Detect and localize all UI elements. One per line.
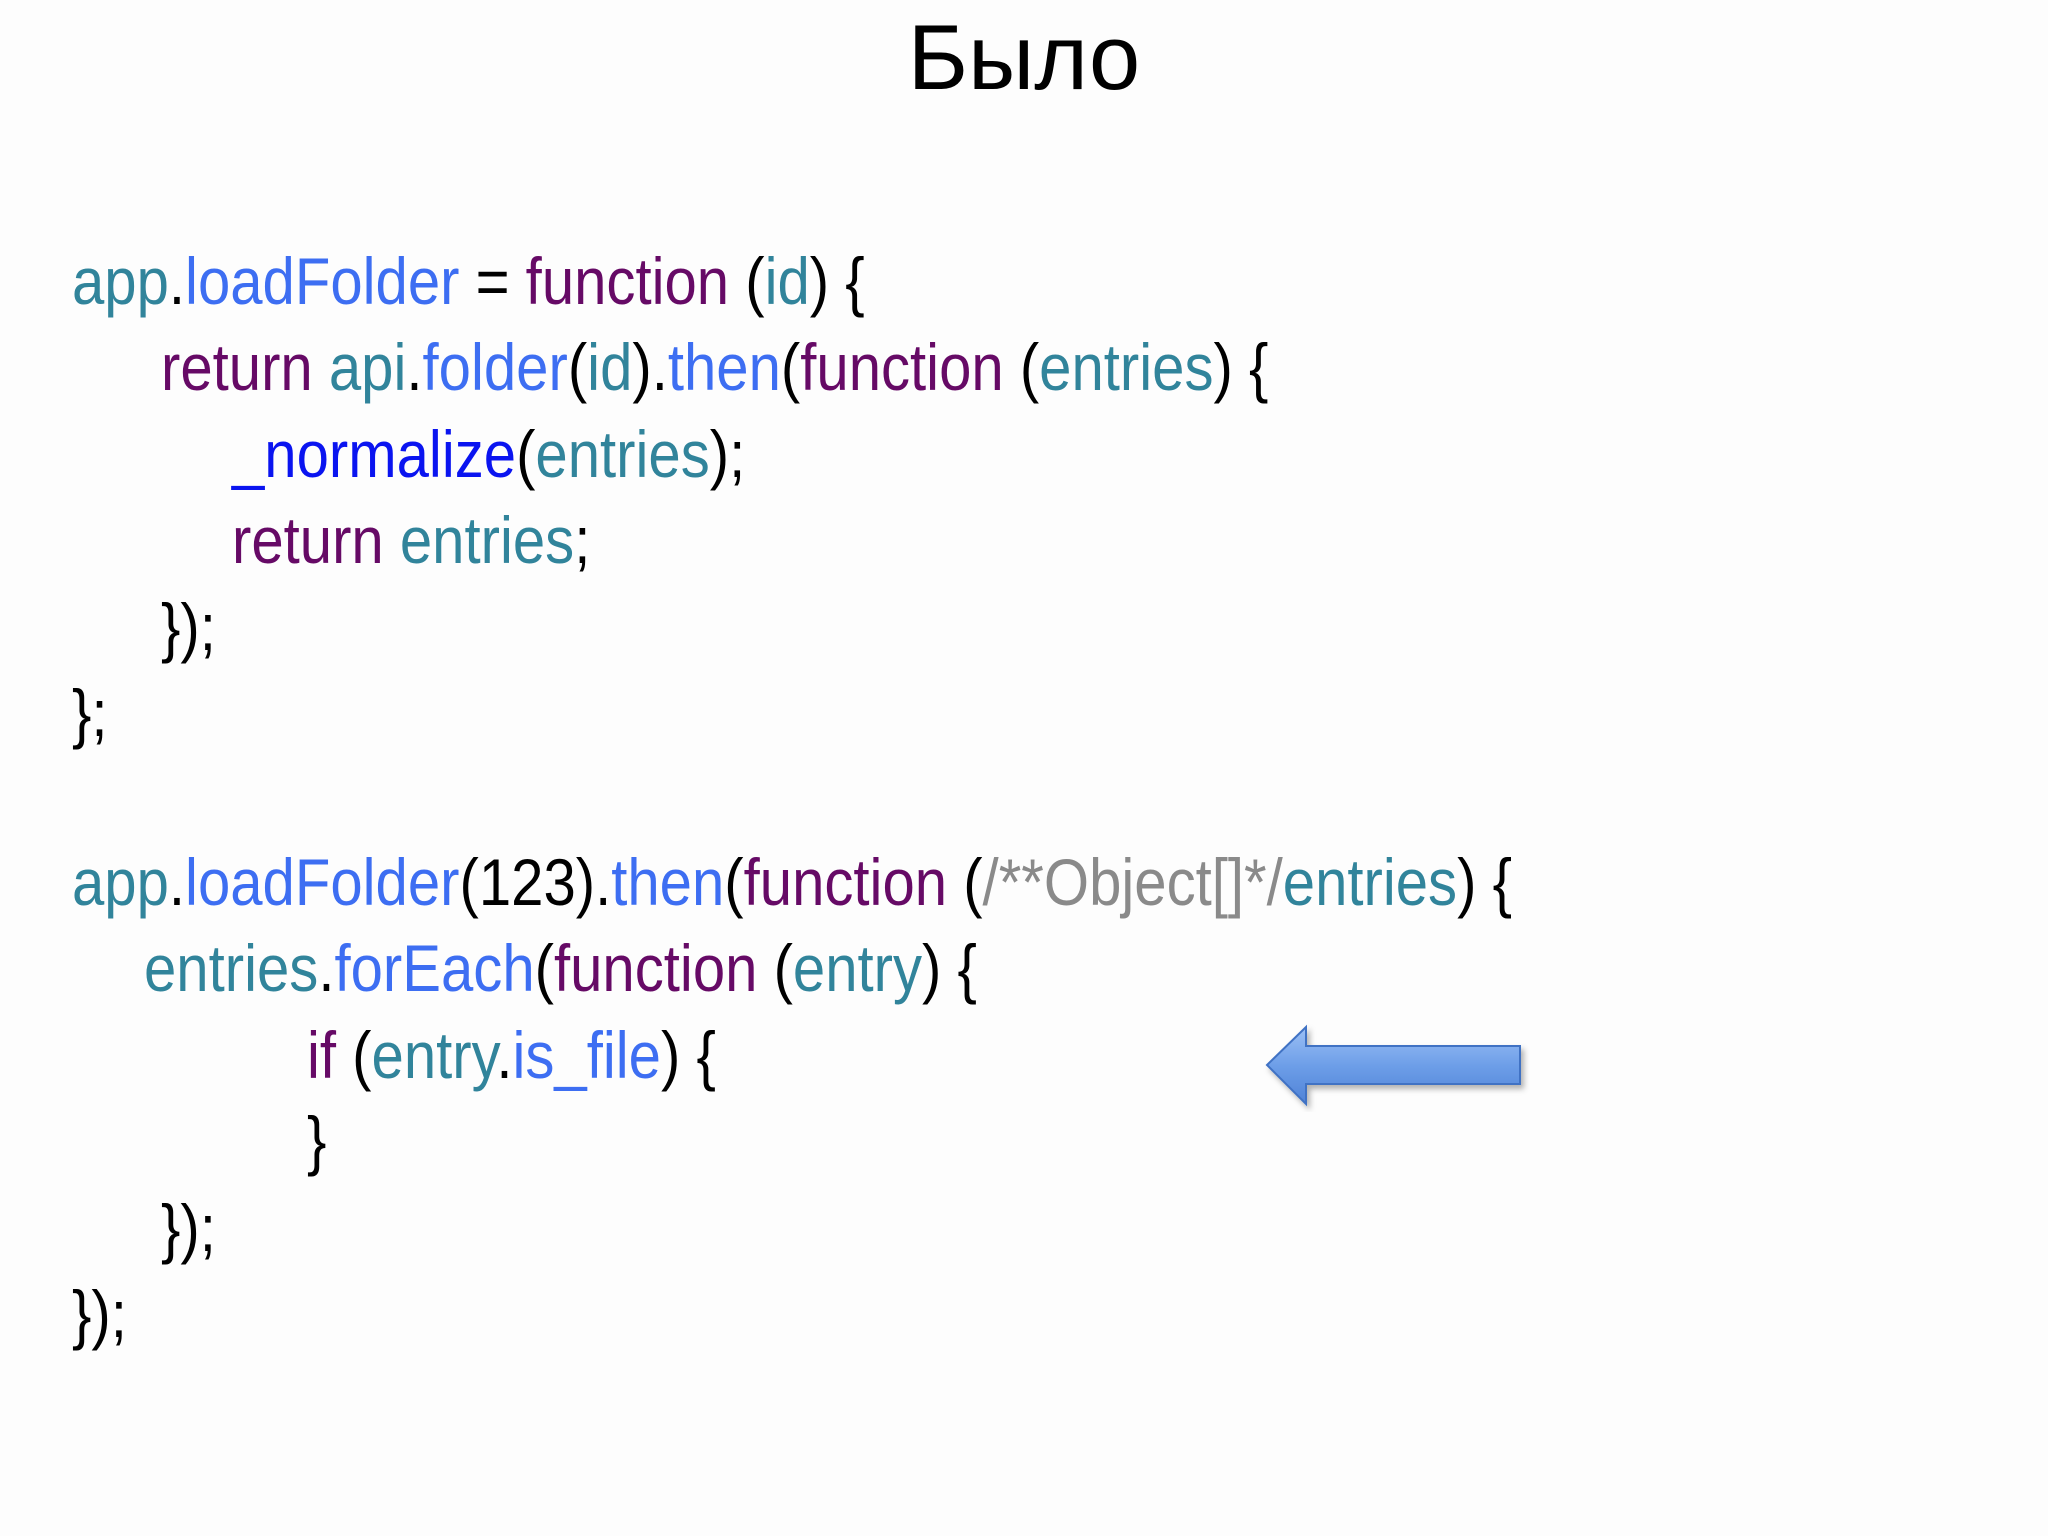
code-token: entries [1282, 845, 1458, 919]
code-token: api [328, 330, 407, 404]
code-token: id [587, 330, 633, 404]
code-token: then [667, 330, 781, 404]
code-token: ) { [1213, 330, 1269, 404]
code-area: app.loadFolder = function (id) { return … [0, 0, 1512, 1347]
code-token: . [168, 244, 186, 318]
code-token: ( [729, 244, 765, 318]
code-token: function [553, 931, 758, 1005]
code-token: ); [709, 417, 746, 491]
code-token: . [406, 330, 423, 404]
code-token: }); [161, 590, 216, 664]
code-token: ( [780, 330, 801, 404]
code-token: ). [632, 330, 668, 404]
code-token: ) { [1457, 845, 1512, 919]
code-token: entries [1039, 330, 1214, 404]
code-token: }); [161, 1191, 216, 1265]
code-token: forEach [334, 931, 535, 1005]
code-token [313, 330, 329, 404]
code-line: } [307, 1107, 326, 1173]
code-token: is_file [512, 1018, 661, 1092]
code-token: ( [947, 845, 983, 919]
code-token: ( [516, 417, 536, 491]
code-token: function [525, 244, 730, 318]
code-token: ( [567, 330, 588, 404]
code-token: ( [1003, 330, 1040, 404]
code-line: _normalize(entries); [232, 421, 745, 487]
code-token: if [307, 1018, 337, 1092]
code-token: entries [535, 417, 710, 491]
code-line: return api.folder(id).then(function (ent… [161, 334, 1268, 400]
code-token: entry [371, 1018, 497, 1092]
code-token: 123 [478, 845, 576, 919]
code-line: }); [161, 594, 216, 660]
code-line: app.loadFolder = function (id) { [72, 248, 865, 314]
code-token: entries [144, 931, 319, 1005]
code-token: }; [72, 676, 108, 750]
code-line: return entries; [232, 507, 590, 573]
code-line: }); [72, 1281, 127, 1347]
code-token: function [743, 845, 948, 919]
code-token: } [307, 1103, 327, 1177]
code-token: loadFolder [185, 845, 460, 919]
code-line: if (entry.is_file) { [307, 1022, 716, 1088]
code-token: folder [422, 330, 568, 404]
code-token: /**Object[]*/ [982, 845, 1283, 919]
code-token: function [800, 330, 1004, 404]
code-token: ( [459, 845, 479, 919]
code-line: app.loadFolder(123).then(function (/**Ob… [72, 849, 1512, 915]
code-token: then [611, 845, 725, 919]
code-token: ; [574, 503, 591, 577]
code-token: _normalize [232, 417, 517, 491]
code-token: return [161, 330, 313, 404]
code-token: ) { [660, 1018, 716, 1092]
code-token: return [232, 503, 384, 577]
code-token: . [318, 931, 335, 1005]
code-token: entry [792, 931, 923, 1005]
code-token: = [459, 244, 526, 318]
code-token: id [764, 244, 810, 318]
code-token [384, 503, 400, 577]
code-token: ( [724, 845, 744, 919]
code-token: entries [399, 503, 575, 577]
code-token: ( [336, 1018, 372, 1092]
code-line: }); [161, 1195, 216, 1261]
code-line: entries.forEach(function (entry) { [144, 935, 977, 1001]
code-token: . [496, 1018, 513, 1092]
code-token: app [72, 244, 169, 318]
code-line: }; [72, 680, 108, 746]
code-token: ( [534, 931, 554, 1005]
code-token: }); [72, 1277, 127, 1351]
code-token: loadFolder [185, 244, 460, 318]
code-token: ). [575, 845, 612, 919]
code-token: ) { [809, 244, 865, 318]
code-token: app [72, 845, 169, 919]
code-token: ) { [922, 931, 977, 1005]
code-token: ( [757, 931, 793, 1005]
slide-title: Было [907, 7, 1141, 109]
code-token: . [168, 845, 186, 919]
left-arrow-icon [1262, 1022, 1530, 1112]
